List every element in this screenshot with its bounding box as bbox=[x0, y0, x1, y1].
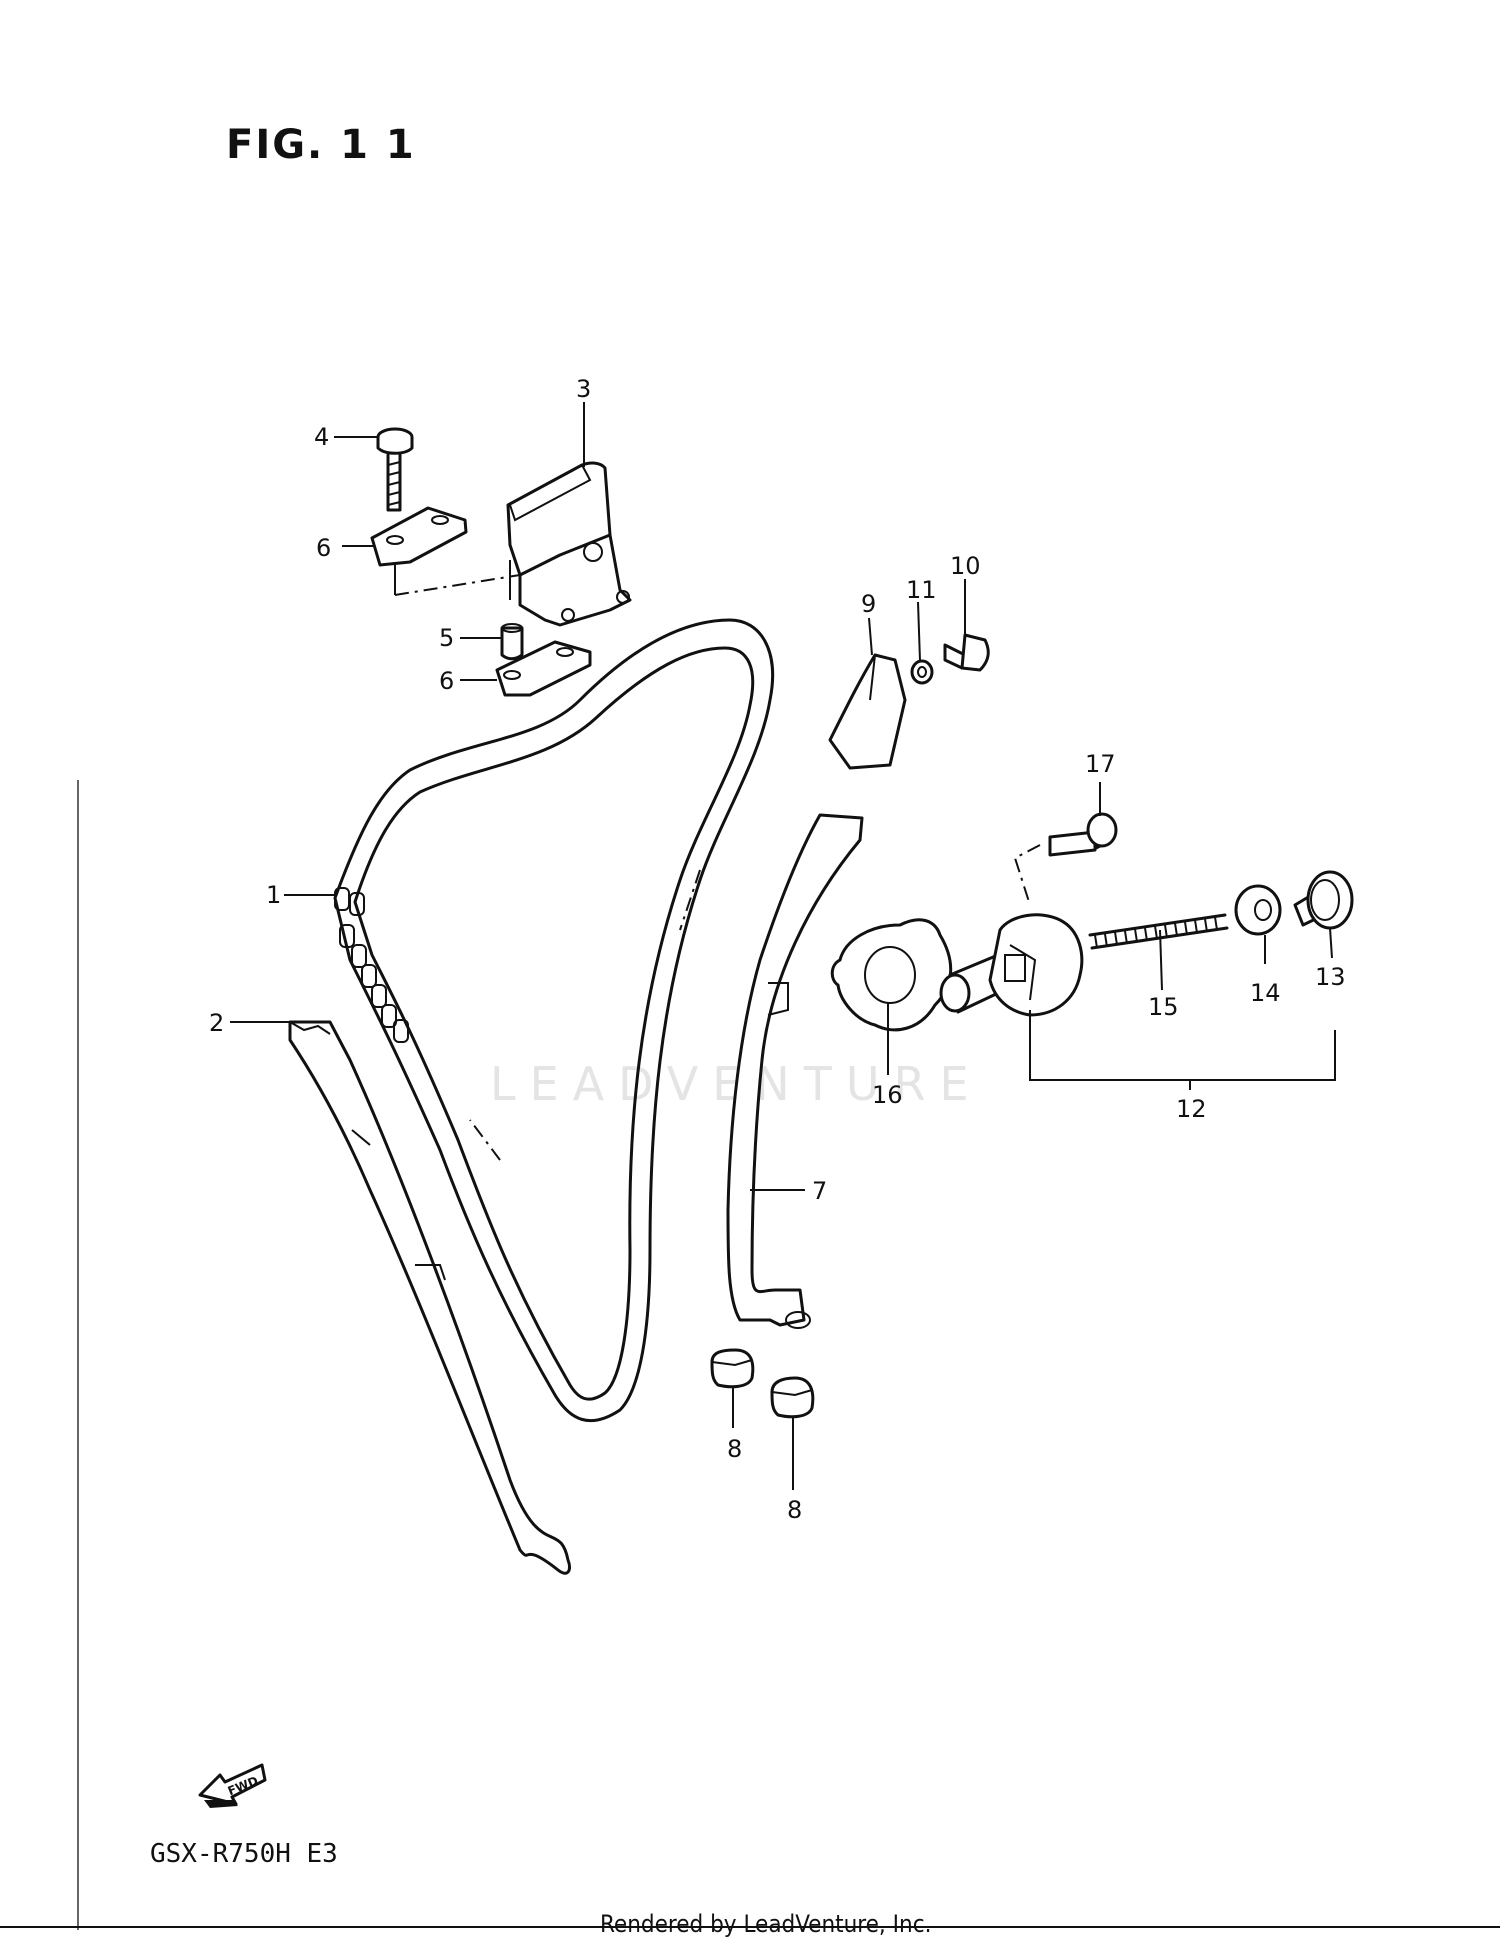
chain-guide-2 bbox=[288, 1020, 572, 1575]
callout-4: 4 bbox=[314, 423, 329, 451]
damper-8a bbox=[710, 1348, 755, 1389]
tensioner-pad-9 bbox=[828, 653, 907, 770]
callout-7: 7 bbox=[812, 1177, 827, 1205]
callout-17: 17 bbox=[1085, 750, 1116, 778]
callout-9: 9 bbox=[861, 590, 876, 618]
callout-12: 12 bbox=[1176, 1095, 1207, 1123]
callout-16: 16 bbox=[872, 1081, 903, 1109]
callout-8a: 8 bbox=[727, 1435, 742, 1463]
callout-3: 3 bbox=[576, 375, 591, 403]
bolt-10 bbox=[943, 633, 990, 672]
footer-text: Rendered by LeadVenture, Inc. bbox=[600, 1910, 931, 1938]
callout-8b: 8 bbox=[787, 1496, 802, 1524]
gasket-16 bbox=[830, 918, 953, 1032]
callout-15: 15 bbox=[1148, 993, 1179, 1021]
callout-2: 2 bbox=[209, 1009, 224, 1037]
callout-14: 14 bbox=[1250, 979, 1281, 1007]
callout-11: 11 bbox=[906, 576, 937, 604]
callout-10: 10 bbox=[950, 552, 981, 580]
plate-6-lower bbox=[495, 640, 592, 697]
leader-lines bbox=[230, 402, 1336, 1490]
collar-5 bbox=[500, 623, 524, 661]
figure-title: FIG. 1 1 bbox=[226, 122, 416, 168]
fwd-arrow-icon: FWD bbox=[198, 1763, 267, 1808]
callout-1: 1 bbox=[266, 881, 281, 909]
plate-6-upper bbox=[370, 506, 521, 596]
callout-labels: 1 2 3 4 5 6 6 7 8 8 9 10 11 12 13 14 15 … bbox=[209, 375, 1346, 1524]
bolt-17 bbox=[1013, 812, 1118, 906]
bolt-4 bbox=[376, 427, 414, 512]
chain-guide-3 bbox=[506, 461, 632, 627]
callout-6-upper: 6 bbox=[316, 534, 331, 562]
tensioner-12 bbox=[939, 913, 1084, 1017]
callout-6-lower: 6 bbox=[439, 667, 454, 695]
callout-13: 13 bbox=[1315, 963, 1346, 991]
chain-guide-7 bbox=[726, 813, 864, 1329]
model-code: GSX-R750H E3 bbox=[150, 1839, 338, 1869]
callout-5: 5 bbox=[439, 624, 454, 652]
damper-8b bbox=[770, 1376, 815, 1419]
washer-11 bbox=[910, 659, 934, 685]
cap-13 bbox=[1293, 870, 1354, 930]
washer-14 bbox=[1234, 884, 1282, 936]
cam-chain bbox=[333, 618, 775, 1423]
spring-15 bbox=[1088, 913, 1229, 950]
